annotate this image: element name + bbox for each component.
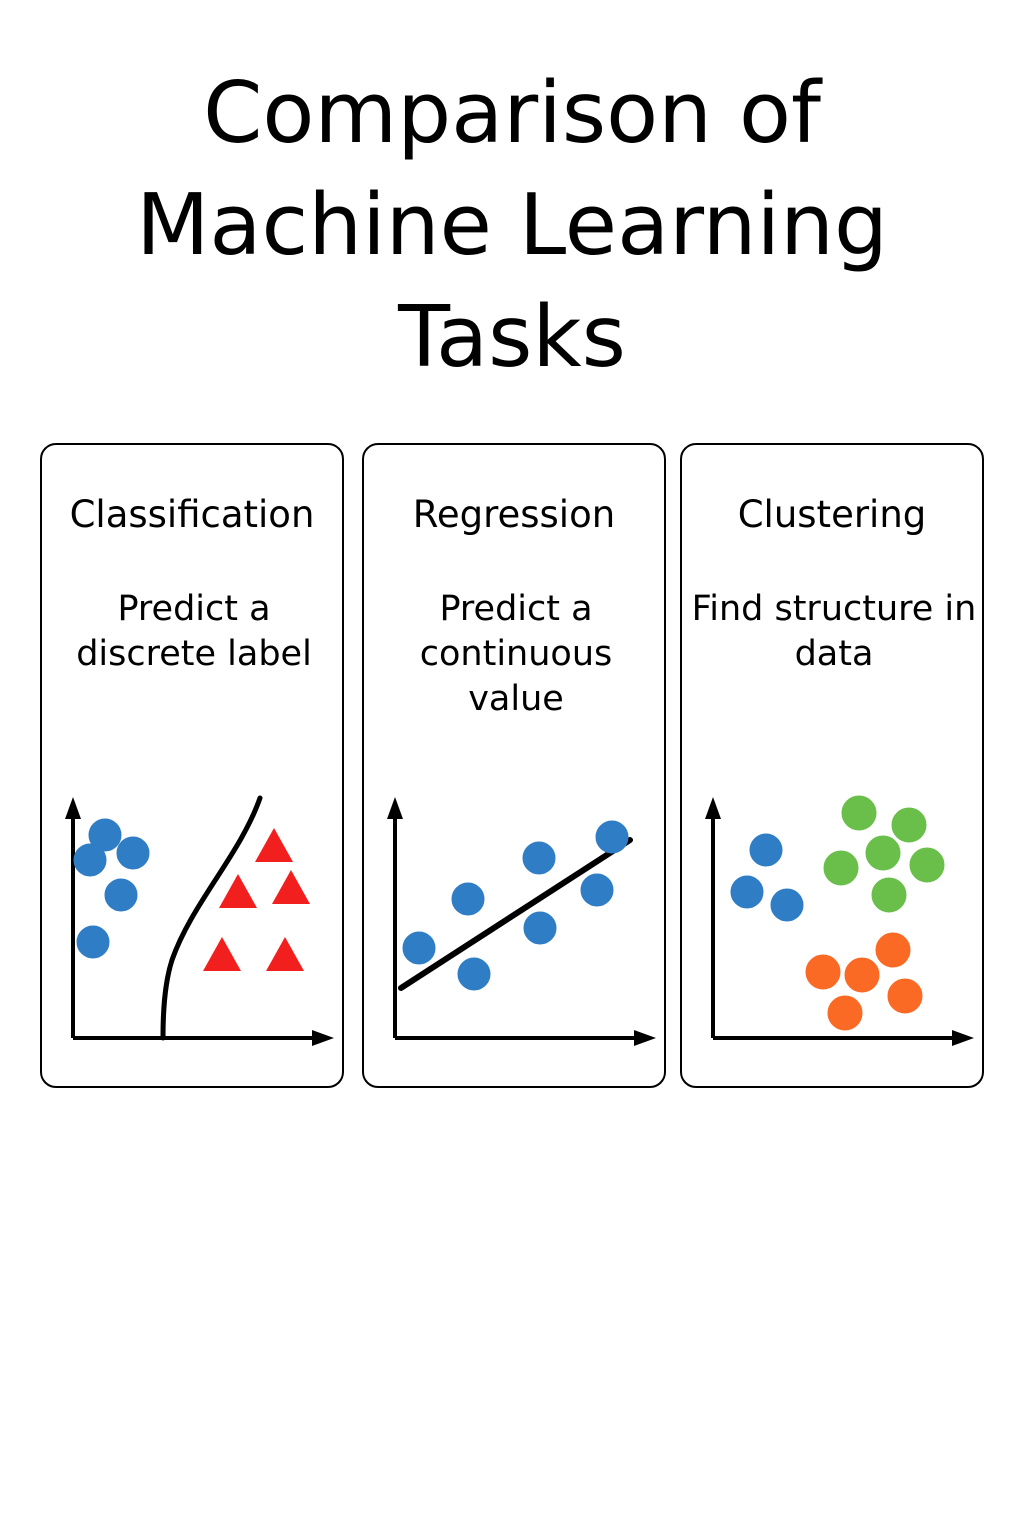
card-regression-description: Predict a continuous value [419,589,613,719]
trend-line [398,837,633,991]
classification-chart [42,785,346,1075]
card-clustering-description: Find structure in data [691,589,977,674]
axes [387,797,656,1046]
card-regression-title: Regression [412,493,616,536]
axes [705,797,974,1046]
card-regression[interactable]: Regression Predict a continuous value [362,443,666,1088]
card-clustering-title: Clustering [737,493,927,536]
class-a-points [73,818,150,959]
cluster-2-points [823,795,945,913]
decision-boundary [160,795,263,1041]
class-b-points [203,828,310,971]
page-title: Comparison of Machine Learning Tasks [136,64,888,388]
card-classification-title: Classification [69,493,315,536]
cluster-1-points [730,833,804,922]
regression-points [402,820,629,991]
cluster-3-points [805,932,923,1031]
card-clustering[interactable]: Clustering Find structure in data [680,443,984,1088]
card-classification[interactable]: Classification Predict a discrete label [40,443,344,1088]
card-classification-description: Predict a discrete label [76,589,312,674]
regression-chart [364,785,668,1075]
axes [65,797,334,1046]
clustering-chart [682,785,986,1075]
